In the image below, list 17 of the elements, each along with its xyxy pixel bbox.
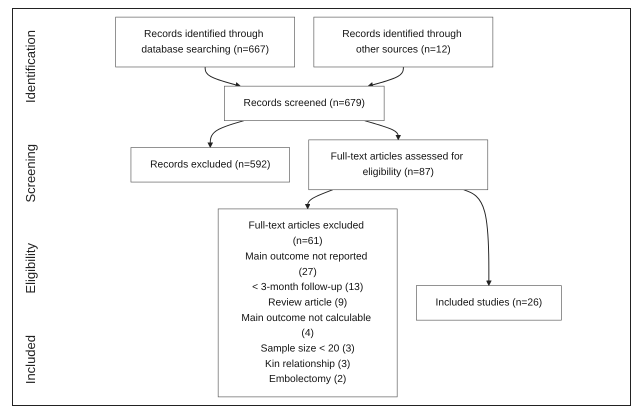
node-box: Full-text articles assessed for eligibility (n=87) (308, 140, 488, 190)
stage-label: Eligibility (22, 243, 38, 294)
node-box: Records identified through other sources (n=12) (314, 16, 494, 68)
node-box: Records identified through database searching (n=667) (115, 16, 295, 68)
arrow (368, 66, 404, 88)
stage-label: Screening (22, 144, 38, 202)
arrow (204, 66, 241, 88)
node-box: Included studies (n=26) (416, 285, 562, 320)
arrow (463, 189, 492, 286)
stage-label: Identification (22, 30, 38, 103)
arrow (207, 120, 244, 148)
node-box: Records screened (n=679) (224, 86, 384, 121)
stage-label: Included (22, 335, 38, 384)
node-box: Full-text articles excluded (n=61) Main outcome not reported (27) < 3-month follow-up (13) Review article (9) Main outcome not calculable (4) Sample size < 20 (3) Kin relationship (3) Embolectomy (2) (218, 208, 398, 398)
arrow (304, 189, 334, 210)
node-box: Records excluded (n=592) (130, 147, 290, 182)
arrow (364, 120, 402, 140)
